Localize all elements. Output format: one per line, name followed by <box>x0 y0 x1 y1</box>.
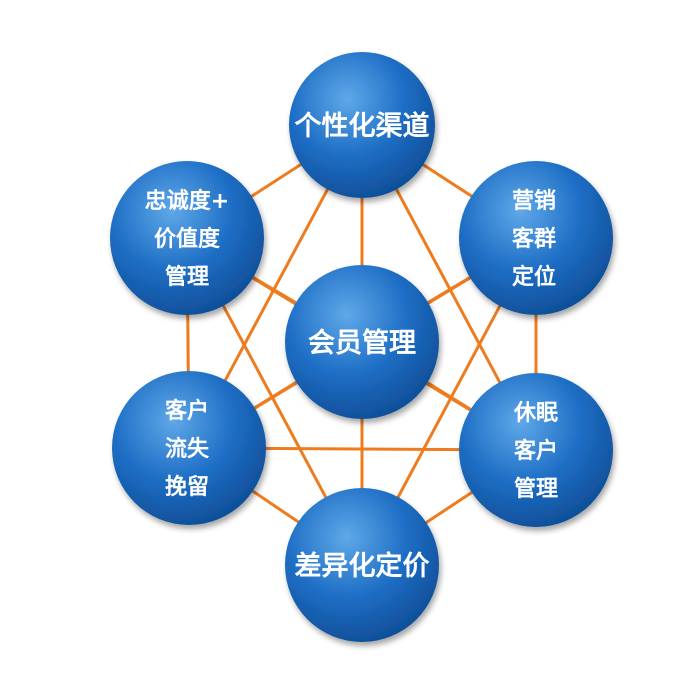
node-upper-left-line-2: 价值度 <box>154 226 221 252</box>
node-upper-right-circle <box>459 161 613 315</box>
node-upper-right-line-2: 客群 <box>512 226 556 252</box>
node-lower-right-line-2: 客户 <box>514 438 558 464</box>
node-upper-left-circle <box>110 161 264 315</box>
node-bottom-circle <box>285 488 439 642</box>
node-upper-left: 忠诚度+ 价值度 管理 <box>110 161 264 315</box>
node-lower-left-line-3: 挽留 <box>165 474 209 500</box>
node-top-circle <box>289 52 435 198</box>
node-lower-left-line-2: 流失 <box>165 436 210 462</box>
node-lower-left: 客户 流失 挽留 <box>112 371 266 525</box>
node-lower-right-line-3: 管理 <box>514 476 558 502</box>
node-lower-left-line-1: 客户 <box>165 398 209 424</box>
node-bottom: 差异化定价 <box>285 488 439 642</box>
node-upper-right-line-1: 营销 <box>512 189 556 214</box>
node-bottom-label: 差异化定价 <box>295 550 431 582</box>
node-upper-right: 营销 客群 定位 <box>459 161 613 315</box>
node-center: 会员管理 <box>285 265 439 419</box>
nodes: 个性化渠道 忠诚度+ 价值度 管理 营销 客群 定位 会员管理 客户 流失 挽留… <box>110 52 613 642</box>
node-lower-right: 休眠 客户 管理 <box>459 373 613 527</box>
node-lower-left-circle <box>112 371 266 525</box>
node-center-label: 会员管理 <box>308 328 416 359</box>
node-upper-left-line-3: 管理 <box>165 264 209 290</box>
node-upper-right-line-3: 定位 <box>512 264 556 290</box>
node-lower-right-line-1: 休眠 <box>513 401 558 426</box>
node-top-label: 个性化渠道 <box>295 110 430 142</box>
node-center-circle <box>285 265 439 419</box>
node-upper-left-line-1: 忠诚度+ <box>145 188 229 214</box>
node-lower-right-circle <box>459 373 613 527</box>
node-top: 个性化渠道 <box>289 52 435 198</box>
